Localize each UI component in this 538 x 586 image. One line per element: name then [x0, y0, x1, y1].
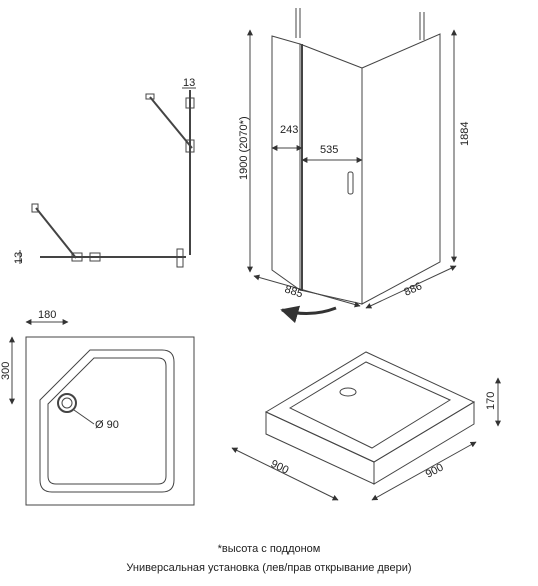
dim-drain-diameter: Ø 90 — [95, 419, 119, 431]
front-clamp-right — [89, 252, 101, 262]
tray-basin — [288, 361, 452, 449]
front-width-dim-line — [253, 274, 361, 308]
side-width-dim-line — [365, 265, 457, 309]
side-panel — [361, 33, 441, 305]
corner-post — [176, 248, 184, 268]
right-top-bracket — [419, 12, 425, 40]
dim-tray-width: 900 — [269, 458, 291, 477]
tray-top — [264, 351, 476, 463]
dim-tray-height: 170 — [485, 392, 497, 410]
tray-inner — [47, 357, 167, 485]
dim-left-offset: 300 — [0, 362, 12, 380]
enclosure-plan-view — [19, 87, 196, 268]
footnote-height-note: *высота с поддоном — [217, 543, 321, 555]
tray-drain — [339, 387, 357, 397]
upper-brace-line — [149, 96, 193, 149]
tray-outline — [25, 336, 195, 506]
upper-bracket — [145, 93, 155, 100]
dim-tray-depth: 900 — [424, 461, 446, 480]
tray-3d-view — [231, 351, 501, 501]
door-handle — [347, 171, 354, 195]
dim-corner-offset: 180 — [38, 309, 56, 321]
dim-door-offset: 243 — [280, 124, 298, 136]
lower-bracket — [31, 203, 39, 213]
dim-height-glass: 1884 — [459, 122, 471, 146]
door-swing-arrow — [280, 305, 337, 324]
dim-13-top: 13 — [183, 77, 195, 89]
front-clamp-left — [71, 252, 83, 262]
tray-width-dim-line — [231, 447, 339, 501]
front-fixed-panel — [271, 35, 301, 291]
enclosure-3d-view — [247, 8, 457, 309]
lower-brace-line — [35, 207, 77, 259]
drain-outer — [57, 393, 77, 413]
footnote-installation-note: Универсальная установка (лев/прав открыв… — [126, 562, 412, 574]
dim-front-width: 885 — [283, 283, 304, 300]
dim-height-total: 1900 (2070*) — [238, 116, 250, 180]
mid-clamp — [185, 139, 195, 153]
tray-depth-dim-line — [371, 441, 477, 501]
drain-leader — [73, 409, 95, 425]
top-clamp — [185, 97, 195, 109]
drain-inner — [61, 397, 73, 409]
left-top-bracket — [295, 8, 301, 38]
dim-door-width: 535 — [320, 144, 338, 156]
tray-inner-outer — [39, 349, 175, 493]
dim-13-left: 13 — [13, 252, 25, 264]
dim-side-width: 886 — [402, 280, 424, 298]
tray-plan-view — [9, 319, 195, 506]
